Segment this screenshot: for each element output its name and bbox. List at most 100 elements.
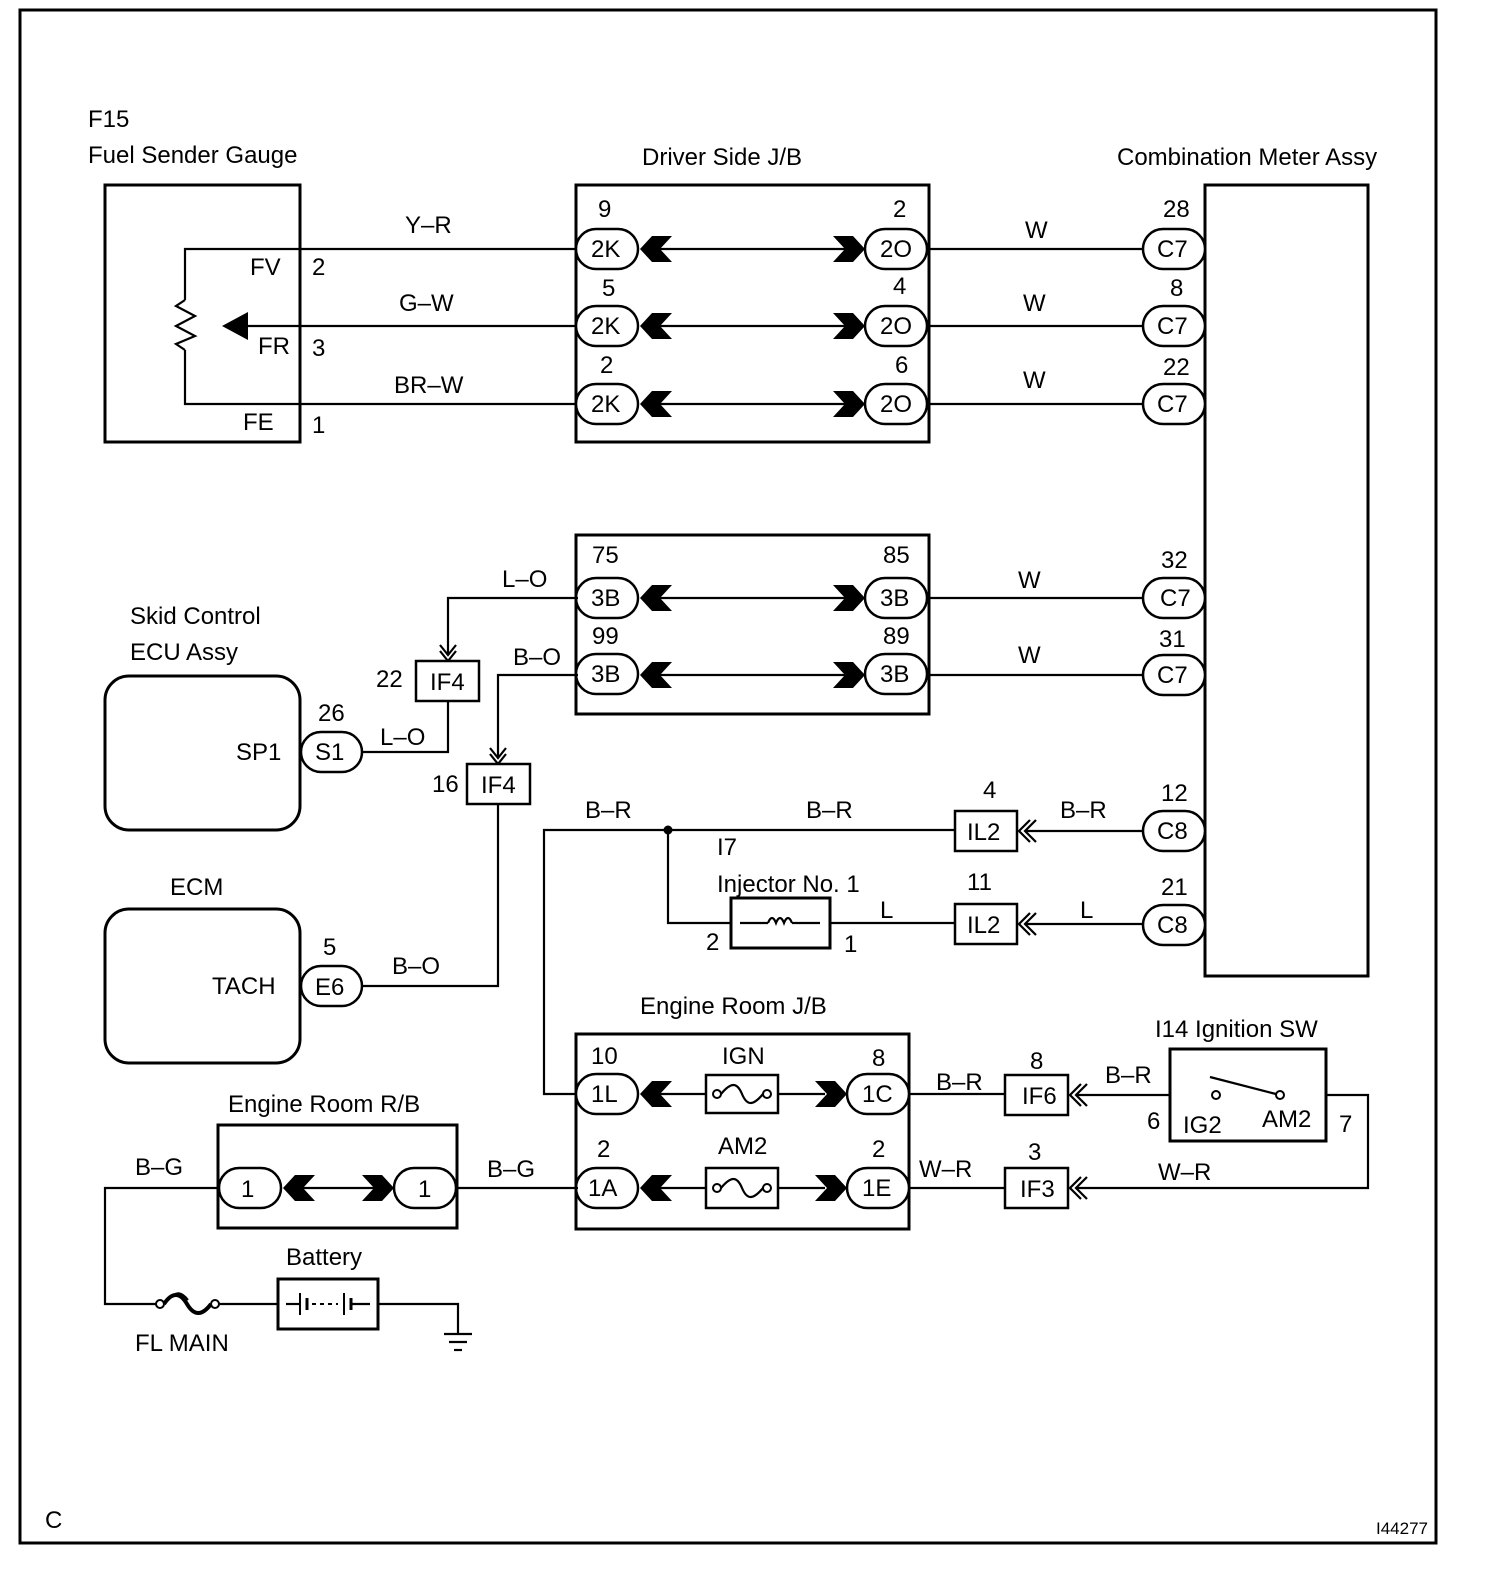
fuel-sender-gauge: F15 Fuel Sender Gauge FV FR FE 2 3 1: [88, 106, 325, 444]
connector-1l-label: 1L: [591, 1081, 618, 1108]
pin-2o-6: 6: [895, 352, 908, 379]
fuel-sender-id: F15: [88, 106, 129, 133]
connector-arrow-icon: [640, 391, 672, 417]
connector-il2-label: IL2: [967, 912, 1000, 939]
pin-c7-28: 28: [1163, 196, 1190, 223]
pin-il2-4: 4: [983, 777, 996, 804]
injector-no1: I7 Injector No. 1 2 1: [706, 834, 860, 958]
connector-2k-label: 2K: [591, 313, 620, 340]
jb-row-3: 2 2K 6 2O: [574, 352, 929, 426]
connector-il2-a: 4 IL2: [953, 777, 1144, 853]
pin-injector-2: 2: [706, 929, 719, 956]
connector-if3-label: IF3: [1020, 1176, 1055, 1203]
pin-2k-5: 5: [602, 275, 615, 302]
ignition-sw-title: I14 Ignition SW: [1155, 1016, 1318, 1043]
fl-main-fusible-link: FL MAIN: [135, 1292, 229, 1357]
wire-color-br: B–R: [585, 797, 632, 824]
connector-s1-label: S1: [315, 739, 344, 766]
connector-arrow-icon: [833, 313, 865, 339]
terminal-am2: AM2: [1262, 1106, 1311, 1133]
wire-color-l: L: [1080, 897, 1093, 924]
terminal-fr: FR: [258, 333, 290, 360]
connector-arrow-icon: [362, 1175, 394, 1201]
pin-1e-2: 2: [872, 1136, 885, 1163]
coil-icon: [766, 916, 794, 926]
wire-color-lo: L–O: [502, 566, 547, 593]
connector-arrow-icon: [640, 1175, 672, 1201]
pin-3b-85: 85: [883, 542, 910, 569]
pin-fv: 2: [312, 254, 325, 281]
engine-room-rb-title: Engine Room R/B: [228, 1091, 420, 1118]
connector-1c-label: 1C: [862, 1081, 893, 1108]
wire-color-l: L: [880, 897, 893, 924]
wire-color-br: B–R: [806, 797, 853, 824]
connector-if4-a: [414, 659, 481, 703]
fuel-sender-title: Fuel Sender Gauge: [88, 142, 297, 169]
wire-color-w: W: [1018, 567, 1041, 594]
fuse-icon: [720, 1177, 764, 1199]
ignition-switch: I14 Ignition SW IG2 AM2 6 7: [1147, 1016, 1352, 1143]
pin-1l-10: 10: [591, 1043, 618, 1070]
connector-if6-label: IF6: [1022, 1083, 1057, 1110]
pin-if4-16: 16: [432, 771, 459, 798]
connector-2k-label: 2K: [591, 236, 620, 263]
wire-color-bg: B–G: [487, 1156, 535, 1183]
connector-if3: 3 IF3: [1003, 1139, 1088, 1210]
connector-2o-label: 2O: [880, 236, 912, 263]
pin-am2-7: 7: [1339, 1111, 1352, 1138]
pin-c7-22: 22: [1163, 354, 1190, 381]
pin-2k-2: 2: [600, 352, 613, 379]
engine-room-rb: Engine Room R/B 1 1: [216, 1091, 459, 1230]
wire-color-w: W: [1025, 217, 1048, 244]
connector-if6: 8 IF6: [1003, 1048, 1088, 1117]
connector-rb-left-label: 1: [241, 1176, 254, 1203]
pin-1a-2: 2: [597, 1136, 610, 1163]
pin-injector-1: 1: [844, 931, 857, 958]
connector-arrow-icon: [640, 236, 672, 262]
pin-2o-2: 2: [893, 196, 906, 223]
engine-room-jb-title: Engine Room J/B: [640, 993, 827, 1020]
wire-color-w: W: [1018, 642, 1041, 669]
pin-if4-22: 22: [376, 666, 403, 693]
connector-2o-label: 2O: [880, 313, 912, 340]
terminal-fe: FE: [243, 409, 274, 436]
pin-3b-89: 89: [883, 623, 910, 650]
ecm: ECM TACH 5 E6: [103, 874, 364, 1065]
wire-color-brw: BR–W: [394, 372, 464, 399]
connector-3b-label: 3B: [880, 585, 909, 612]
skid-ecu-title-2: ECU Assy: [130, 639, 238, 666]
engine-room-jb: Engine Room J/B 10 1L IGN 8 1C 2 1A AM2 …: [574, 993, 911, 1231]
connector-1e-label: 1E: [862, 1175, 891, 1202]
fuel-sender-box: [103, 183, 302, 444]
pin-s1-26: 26: [318, 700, 345, 727]
footer-figure-id: I44277: [1376, 1519, 1428, 1538]
pin-fr: 3: [312, 335, 325, 362]
connector-c8-label: C8: [1157, 912, 1188, 939]
pin-3b-99: 99: [592, 623, 619, 650]
terminal-ig2: IG2: [1183, 1112, 1222, 1139]
pin-c7-32: 32: [1161, 547, 1188, 574]
connector-arrow-icon: [640, 313, 672, 339]
connector-2k: [574, 227, 640, 271]
wire-color-bg: B–G: [135, 1154, 183, 1181]
connector-arrow-icon: [833, 585, 865, 611]
page-frame: [18, 8, 1438, 1545]
pin-1c-8: 8: [872, 1045, 885, 1072]
connector-arrow-icon: [283, 1175, 315, 1201]
connector-3b-label: 3B: [591, 585, 620, 612]
wire-color-lo: L–O: [380, 724, 425, 751]
connector-rb-right-label: 1: [418, 1176, 431, 1203]
pin-e6-5: 5: [323, 934, 336, 961]
pin-c7-31: 31: [1159, 626, 1186, 653]
connector-c7-label: C7: [1157, 313, 1188, 340]
driver-side-jb-mid: 75 3B 85 3B 99 3B 89 3B: [574, 533, 931, 716]
wire-color-gw: G–W: [399, 290, 454, 317]
connector-c7-label: C7: [1160, 585, 1191, 612]
combination-meter-title: Combination Meter Assy: [1117, 144, 1377, 171]
wire-color-wr: W–R: [919, 1156, 972, 1183]
connector-c7-label: C7: [1157, 391, 1188, 418]
resistor-symbol: [173, 299, 198, 351]
pin-c8-12: 12: [1161, 780, 1188, 807]
connector-2k-label: 2K: [591, 391, 620, 418]
